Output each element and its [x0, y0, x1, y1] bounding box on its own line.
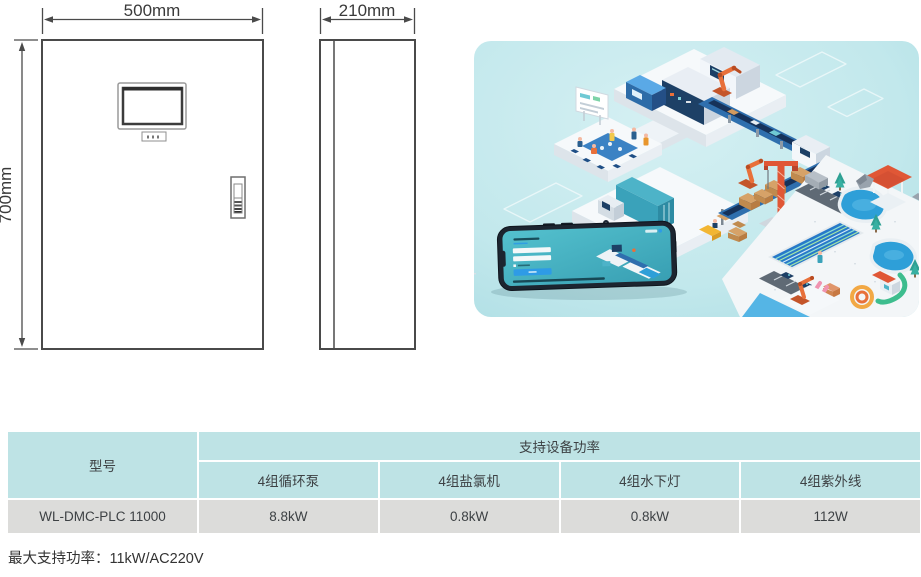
value-cell-circulation-pump: 8.8kW [199, 500, 378, 533]
conveyor-upper [698, 97, 810, 153]
ghost-platform-outlines [503, 51, 884, 223]
packing-robot [780, 276, 840, 315]
lap-pool [768, 221, 864, 269]
app-mini-scene [596, 244, 661, 279]
app-input-field [513, 255, 552, 262]
pallet-boxes [728, 221, 747, 242]
app-login-form [512, 237, 605, 283]
value-cell-uv: 112W [741, 500, 920, 533]
height-dimension-label: 700mm [0, 167, 15, 224]
robot-arm-1 [712, 65, 742, 97]
gazebo [864, 165, 912, 211]
forklift [699, 209, 732, 241]
smartphone-app-preview [496, 220, 678, 292]
meeting-table [582, 133, 638, 161]
meeting-people [577, 129, 615, 154]
power-group-header-cell: 支持设备功率 [199, 432, 920, 460]
round-pool-2 [869, 238, 917, 274]
cabinet-button-panel [141, 131, 167, 142]
col-header-uv: 4组紫外线 [741, 462, 920, 498]
value-cell-underwater-light: 0.8kW [560, 500, 740, 533]
front-width-dimension [41, 8, 264, 34]
trees [834, 172, 919, 278]
cabinet-dimension-drawing: 500mm 210mm 700mm [0, 1, 416, 350]
front-width-dimension-label: 500mm [124, 1, 181, 20]
playhouse [872, 271, 900, 295]
cabinet-side-view [319, 39, 416, 350]
app-logo [645, 229, 663, 233]
col-header-salt-chlorinator: 4组盐氯机 [379, 462, 559, 498]
isometric-smart-factory-pool-scene [474, 47, 919, 317]
cabinet-door-handle [230, 176, 246, 219]
rocks [856, 174, 919, 201]
col-header-underwater-light: 4组水下灯 [560, 462, 740, 498]
robot-arm-2 [738, 158, 764, 189]
delivery-truck [598, 177, 674, 241]
blue-machine [626, 75, 666, 111]
smart-factory-illustration-card [474, 41, 919, 317]
col-header-circulation-pump: 4组循环泵 [199, 462, 378, 498]
side-depth-dimension-label: 210mm [339, 1, 396, 20]
meeting-chairs [570, 149, 637, 170]
ac-unit [805, 171, 828, 190]
app-input-field [512, 247, 551, 254]
phone-notch [500, 250, 506, 267]
side-depth-dimension [319, 8, 416, 34]
water-edge [742, 293, 810, 317]
cabinet-display-screen [117, 82, 187, 130]
pool-area [474, 155, 919, 317]
height-dimension [14, 39, 38, 350]
round-pool-1 [837, 186, 888, 223]
spec-table: 型号 支持设备功率 4组循环泵 4组盐氯机 4组水下灯 4组紫外线 WL-DMC… [8, 432, 920, 533]
max-power-footnote: 最大支持功率：11kW/AC220V [8, 551, 204, 567]
value-cell-salt-chlorinator: 0.8kW [379, 500, 559, 533]
factory-workers [631, 127, 649, 146]
model-header-cell: 型号 [8, 432, 197, 498]
model-cell: WL-DMC-PLC 11000 [8, 500, 197, 533]
